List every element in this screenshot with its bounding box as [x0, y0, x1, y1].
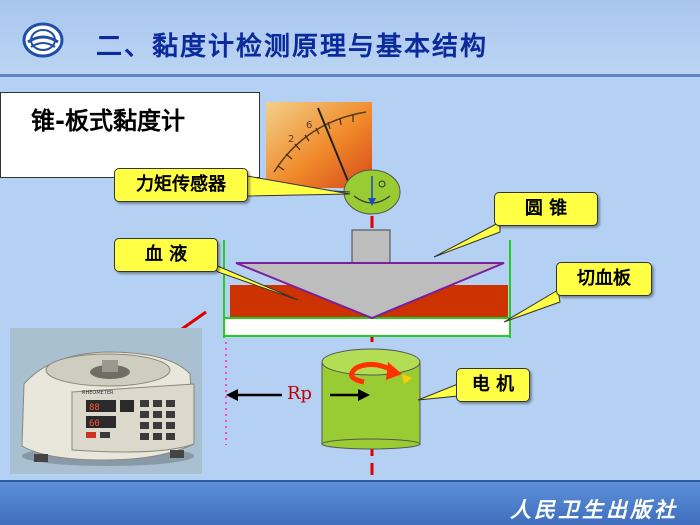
- svg-text:2: 2: [288, 134, 294, 145]
- motor-label: 电 机: [456, 368, 530, 402]
- publisher-name: 人民卫生出版社: [510, 497, 678, 522]
- slide-title: 二、黏度计检测原理与基本结构: [96, 32, 489, 62]
- plate-label: 切血板: [556, 262, 652, 296]
- cone-shaft: [351, 229, 391, 265]
- subtitle: 锥-板式黏度计: [31, 107, 185, 135]
- device-brand-text: RHEOMETER: [82, 390, 114, 396]
- torque-sensor-label: 力矩传感器: [114, 168, 248, 202]
- motor-bottom: [321, 438, 421, 450]
- publisher-logo-icon: [22, 22, 64, 58]
- torque-gauge-photo: 2 6: [266, 102, 372, 188]
- subtitle-box: 锥-板式黏度计: [0, 92, 260, 178]
- svg-text:6: 6: [306, 120, 312, 131]
- cone: [235, 262, 505, 320]
- header-divider: [0, 74, 700, 77]
- slide-footer: [0, 482, 700, 525]
- rheometer-device-photo: 88 60 RHEOMETER: [10, 328, 202, 474]
- svg-text:88: 88: [89, 403, 100, 413]
- blood-label: 血 液: [114, 238, 218, 272]
- svg-text:60: 60: [89, 419, 100, 429]
- shear-plate: [223, 317, 511, 337]
- rotation-arrow-icon: [349, 362, 394, 385]
- footer-divider: [0, 480, 700, 482]
- cone-label: 圆 锥: [494, 192, 598, 226]
- slide-header: [0, 0, 700, 78]
- radius-label: Rp: [287, 383, 313, 404]
